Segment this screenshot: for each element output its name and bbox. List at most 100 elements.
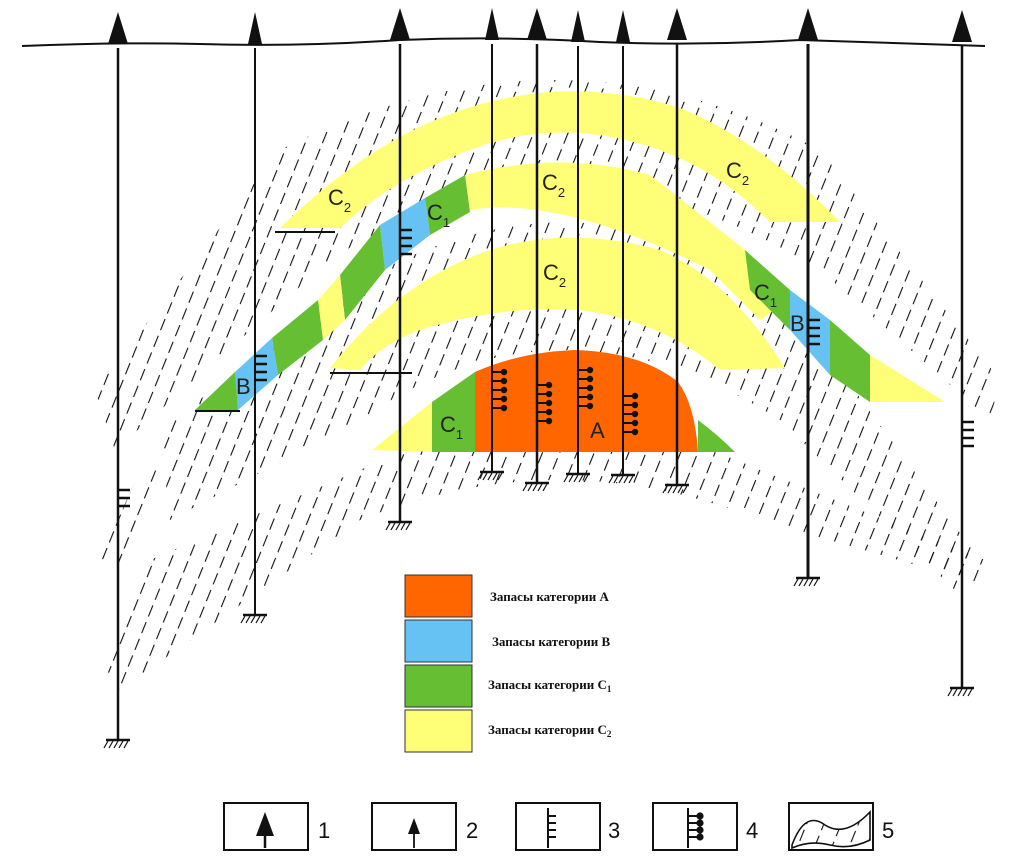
well-footing-hatch [798,578,804,587]
well-footing-hatch [813,578,819,587]
well-footing-hatch [803,578,809,587]
dot-mark [586,375,594,383]
label-b-left: B [236,374,251,399]
legend-swatch-a [404,574,473,618]
well-1 [103,12,130,749]
dot-mark [545,408,553,416]
middle-band-c1-left3 [272,300,323,375]
well-3 [385,8,412,531]
wells [103,8,974,749]
tick-marks-icon [547,808,556,848]
well-footing-hatch [662,485,668,494]
well-footing-hatch [395,522,401,531]
middle-band-b-left2 [235,338,278,410]
middle-band-b-right [790,290,830,375]
well-footing-hatch [108,740,114,749]
well-footing-hatch [482,472,488,481]
hatched-middle-arch [160,222,980,600]
well-footing-hatch [583,474,589,483]
dot-mark [586,393,594,401]
middle-band-c1-left2 [340,225,385,320]
hatched-layer-icon [791,810,871,850]
dome-c1-right [698,420,735,452]
well-footing-hatch [385,522,391,531]
label-c1-bottom-left: C1 [440,412,463,442]
well-footing-hatch [390,522,396,531]
well-footing-hatch [487,472,493,481]
dot-mark [631,392,639,400]
dot-mark [545,390,553,398]
well-footing-hatch [492,472,498,481]
dome-a-core [475,350,698,452]
dot-mark [545,399,553,407]
label-a-core: A [590,418,605,443]
small-well-arrow-icon [616,10,630,42]
well-8 [662,8,689,494]
well-footing-hatch [532,483,538,492]
label-c2-top-left: C2 [328,185,351,215]
dome-c1-left [432,372,475,452]
well-footing-hatch [682,485,688,494]
large-well-arrow-icon [667,8,687,40]
large-well-arrow-icon [798,8,818,40]
key-box-4 [652,802,738,851]
well-footing-hatch [573,474,579,483]
well-footing-hatch [118,740,124,749]
middle-band-c1-left [425,175,470,235]
well-footing-hatch [962,688,968,697]
key-box-3 [515,802,601,851]
well-footing-hatch [672,485,678,494]
large-well-arrow-icon [390,8,410,40]
key-number-5: 5 [882,818,894,843]
label-b-right: B [790,311,805,336]
dot-mark [500,377,508,385]
dot-mark [500,395,508,403]
well-footing-hatch [405,522,411,531]
label-c2-top-right: C2 [726,158,749,188]
well-10 [947,10,974,697]
dot-mark [631,410,639,418]
well-footing-hatch [123,740,129,749]
well-footing-hatch [618,475,624,484]
small-well-arrow-icon [485,8,499,40]
well-footing-hatch [497,472,503,481]
legend-swatch-b [404,619,473,663]
well-footing-hatch [623,475,629,484]
dot-mark [631,419,639,427]
key-number-2: 2 [466,818,478,843]
legend: Запасы категории А Запасы категории В За… [404,574,612,753]
middle-band-c1-right2 [830,320,870,402]
middle-band-b-left [380,198,430,270]
key-number-1: 1 [318,818,330,843]
dot-mark [545,417,553,425]
key-number-4: 4 [746,818,758,843]
large-well-arrow-icon [952,10,972,42]
well-footing-hatch [537,483,543,492]
middle-band-c2 [465,162,790,320]
well-footing-hatch [628,475,634,484]
well-footing-hatch [667,485,673,494]
well-footing-hatch [808,578,814,587]
legend-label-c1: Запасы категории С1 [488,677,612,694]
large-well-arrow-icon [256,812,274,848]
well-footing-hatch [245,615,251,624]
well-footing-hatch [527,483,533,492]
well-footing-hatch [608,475,614,484]
dot-mark [586,402,594,410]
dot-mark [631,401,639,409]
well-footing-hatch [952,688,958,697]
well-footing-hatch [113,740,119,749]
well-footing-hatch [400,522,406,531]
large-well-arrow-icon [108,12,128,44]
well-9 [793,8,820,587]
well-footing-hatch [613,475,619,484]
small-well-arrow-icon [248,12,262,44]
well-5 [522,8,553,492]
middle-band-c2-left [318,275,345,340]
well-footing-hatch [542,483,548,492]
middle-band-c1-right [745,250,790,330]
middle-band-c1-left4 [195,372,238,410]
legend-label-b: Запасы категории В [492,634,611,649]
well-footing-hatch [947,688,953,697]
